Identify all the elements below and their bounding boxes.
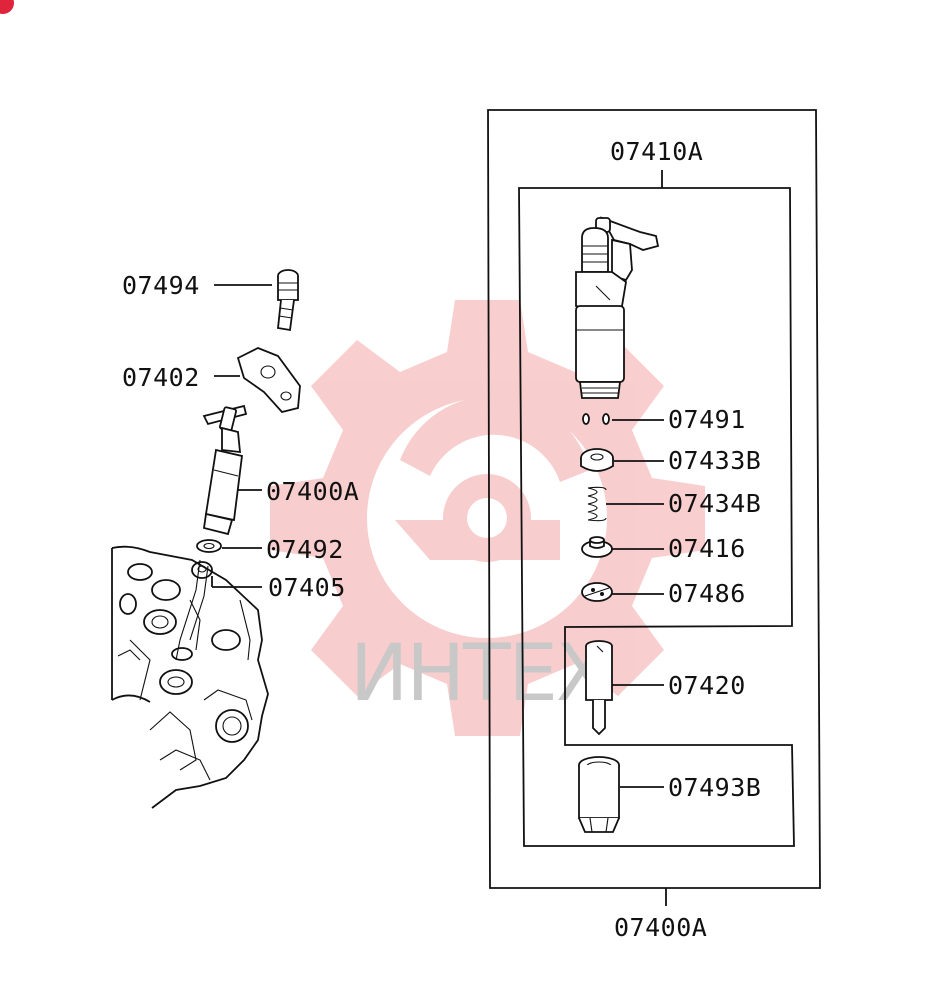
outer-box-label: 07400A — [614, 913, 707, 942]
sub-box-label: 07410A — [610, 137, 703, 166]
retaining-nut — [578, 756, 664, 833]
injector-holder-body — [575, 216, 660, 399]
adjusting-washer — [580, 448, 664, 472]
label-07433B: 07433B — [668, 446, 761, 475]
injection-nozzle — [585, 640, 664, 736]
injector-clamp — [214, 347, 301, 414]
label-07491: 07491 — [668, 405, 746, 434]
label-07420: 07420 — [668, 671, 746, 700]
label-07434B: 07434B — [668, 489, 761, 518]
label-07493B: 07493B — [668, 773, 761, 802]
red-dot-icon — [0, 0, 14, 14]
nozzle-gasket — [191, 561, 262, 588]
label-07405: 07405 — [268, 573, 346, 602]
spring-seat — [581, 536, 664, 558]
label-07486: 07486 — [668, 579, 746, 608]
stud-bolt — [214, 269, 299, 332]
watermark-text: ИНТЕХ — [350, 629, 607, 719]
injector-assembly — [202, 404, 262, 536]
label-07416: 07416 — [668, 534, 746, 563]
pressure-spring — [587, 486, 664, 522]
label-07402: 07402 — [122, 363, 200, 392]
label-07494: 07494 — [122, 271, 200, 300]
injector-subassembly-box — [518, 170, 795, 847]
dowel-pins — [582, 413, 664, 425]
cylinder-head — [111, 545, 269, 809]
label-07400A: 07400A — [266, 477, 359, 506]
distance-piece — [581, 582, 664, 602]
label-07492: 07492 — [266, 535, 344, 564]
injector-washer — [196, 539, 262, 553]
outer-assembly-box — [487, 109, 821, 906]
